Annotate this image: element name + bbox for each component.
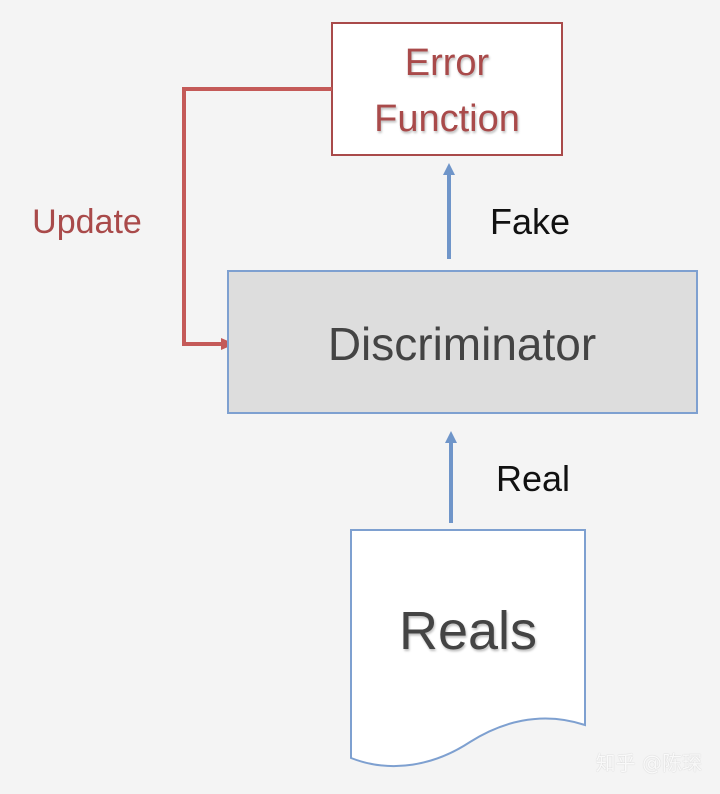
error-function-node: Error Function: [331, 22, 563, 156]
discriminator-label: Discriminator: [328, 318, 596, 370]
error-function-label-line2: Function: [374, 98, 520, 140]
reals-label: Reals: [399, 601, 537, 661]
real-edge: Real: [445, 431, 570, 523]
update-edge: Update: [32, 87, 332, 350]
watermark: 知乎 @陈琛: [595, 751, 702, 775]
real-label: Real: [496, 458, 570, 499]
error-function-label-line1: Error: [405, 42, 490, 84]
reals-node: Reals: [350, 529, 586, 768]
fake-label: Fake: [490, 201, 570, 242]
fake-edge: Fake: [443, 163, 570, 259]
discriminator-node: Discriminator: [227, 270, 698, 414]
update-label: Update: [32, 203, 142, 241]
